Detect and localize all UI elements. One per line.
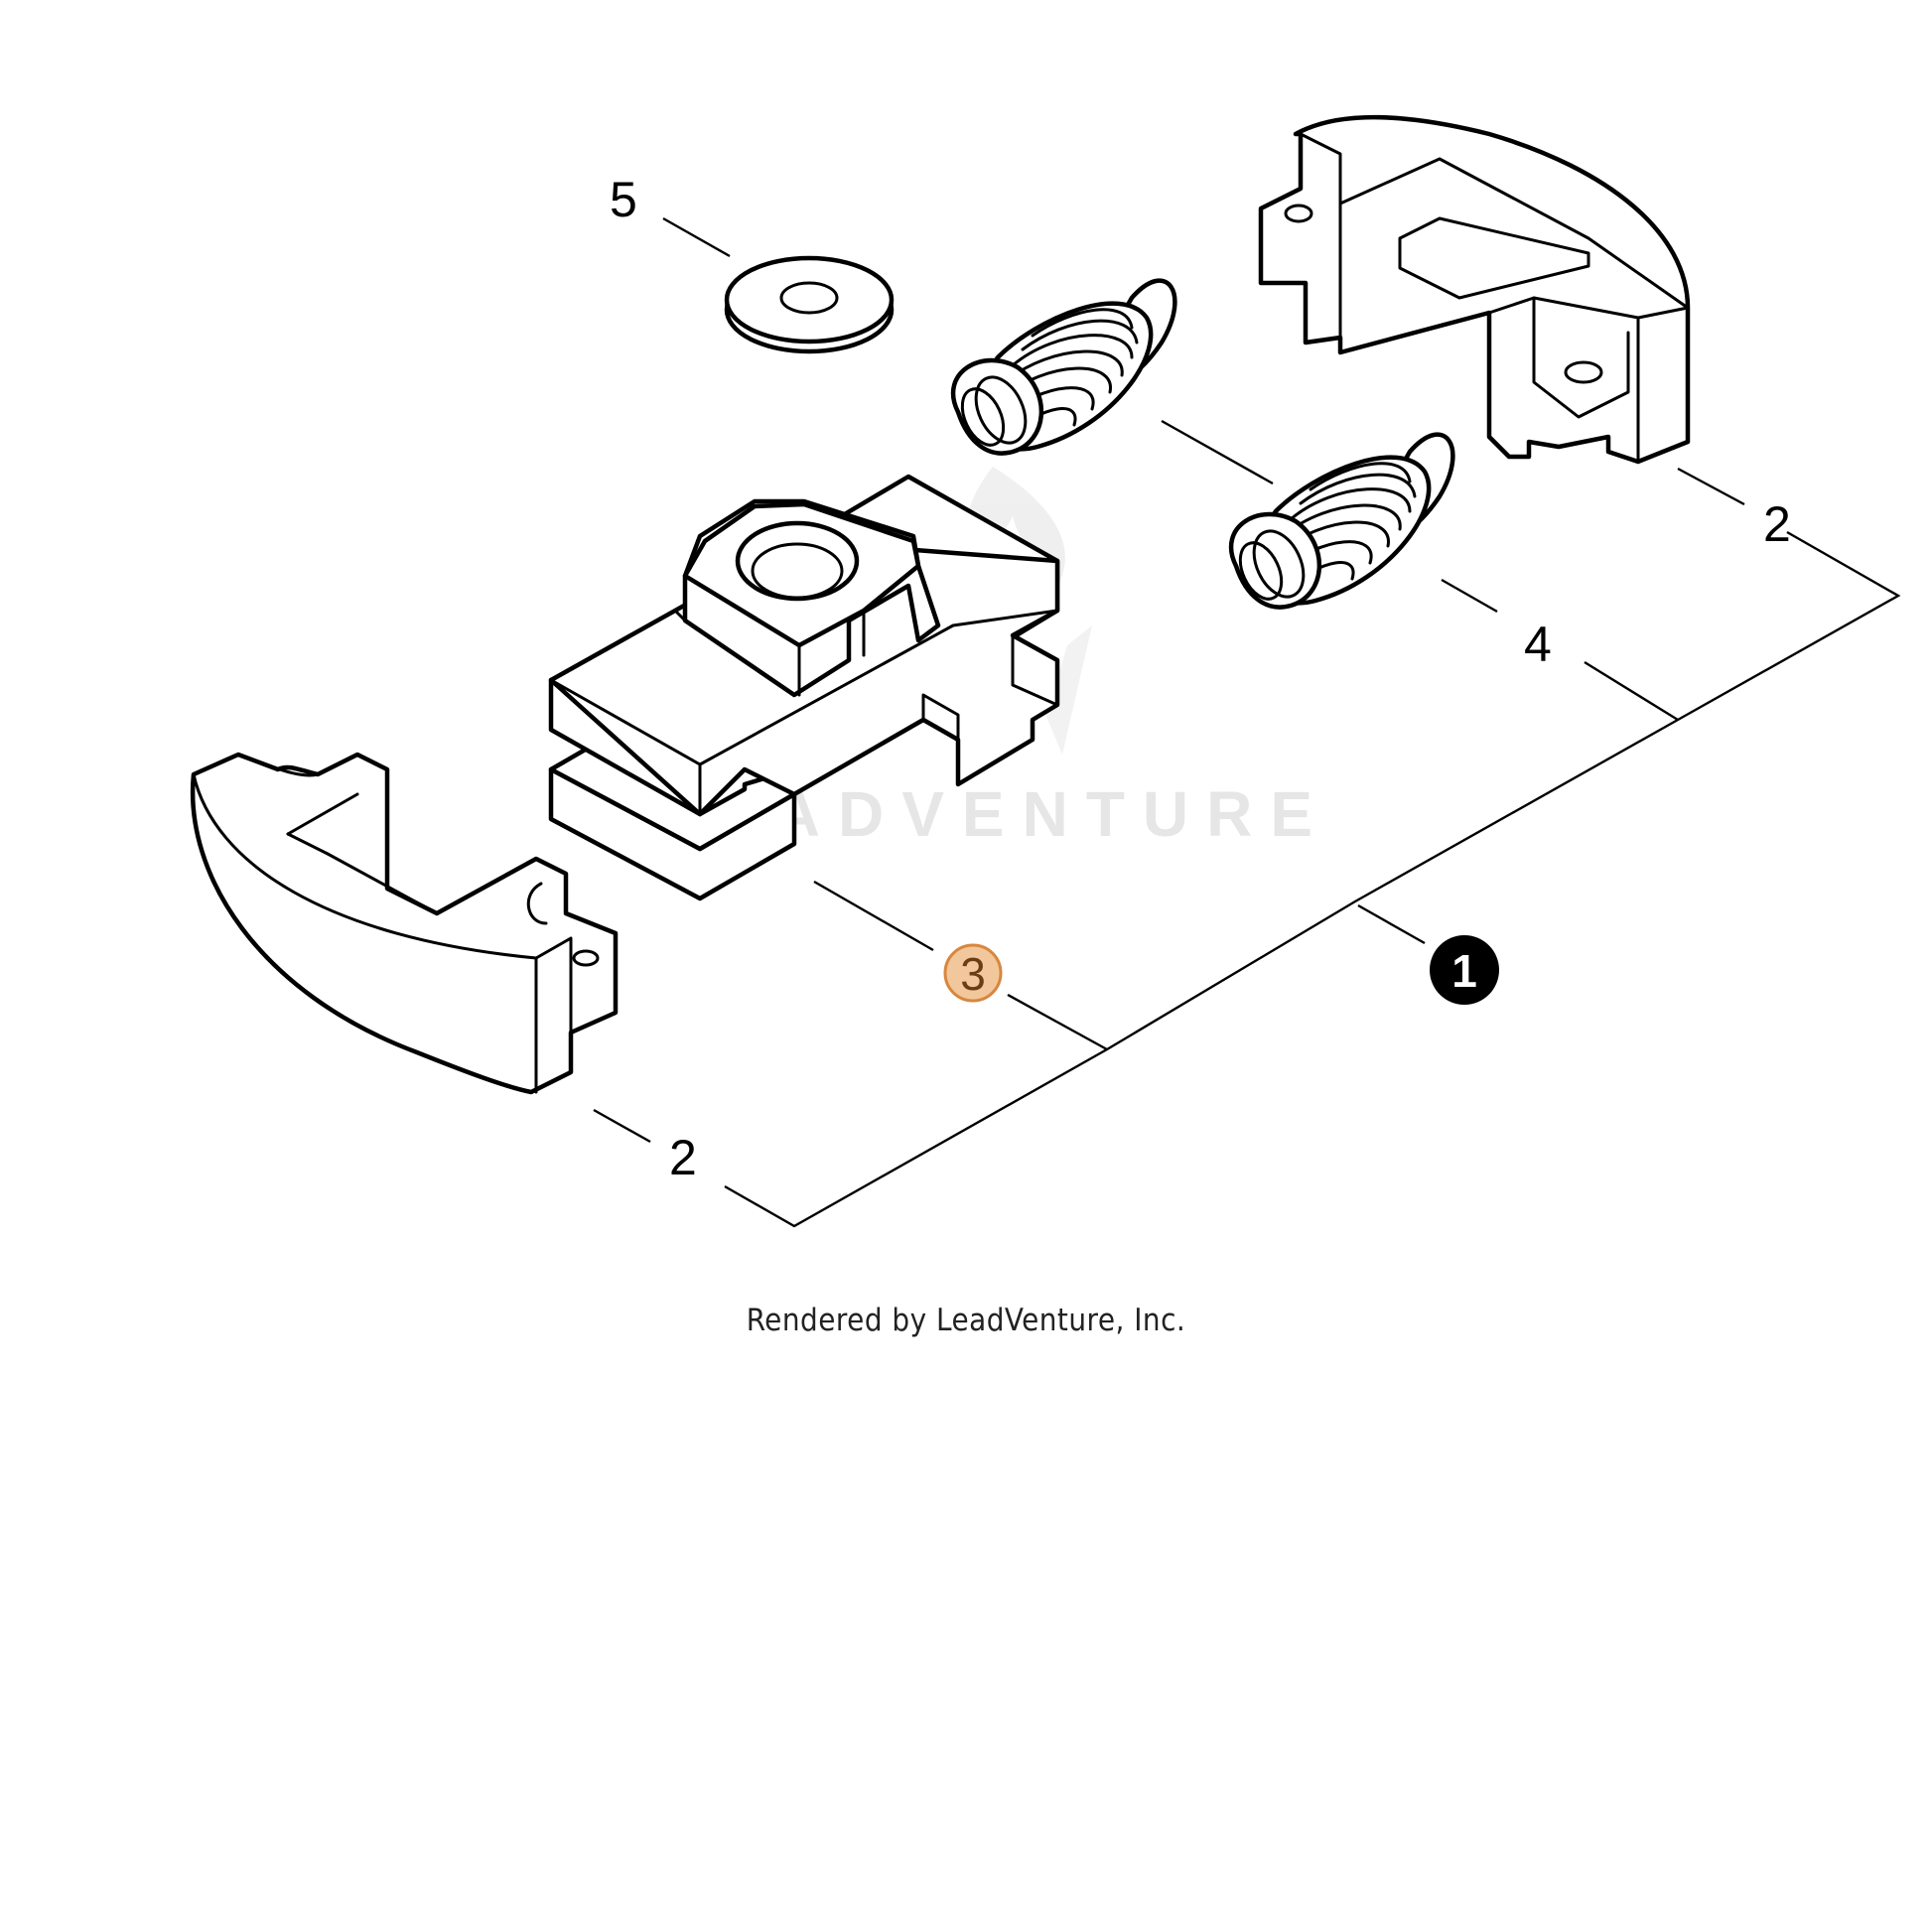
callout-assembly-label: 1	[1451, 945, 1477, 997]
callout-assembly[interactable]: 1	[1430, 935, 1499, 1005]
callout-washer[interactable]: 5	[610, 172, 637, 227]
leader-lines	[593, 216, 1901, 1228]
clutch-shoe-left-part[interactable]	[190, 752, 619, 1095]
callout-shoe-left[interactable]: 2	[669, 1130, 697, 1185]
callouts: 5 2 4 2 3 1	[610, 172, 1791, 1185]
assembly-badge	[1430, 935, 1499, 1005]
center-hub-part[interactable]	[548, 474, 1060, 901]
clutch-shoe-right-part[interactable]	[1258, 114, 1691, 465]
callout-shoe-right[interactable]: 2	[1763, 496, 1791, 552]
footer-credit: Rendered by LeadVenture, Inc.	[746, 1303, 1186, 1338]
spring-lower-part[interactable]	[1228, 432, 1455, 610]
spring-upper-part[interactable]	[950, 278, 1177, 456]
callout-hub-label: 3	[960, 948, 986, 1000]
selected-highlight-badge	[943, 943, 1003, 1003]
callout-hub-selected[interactable]: 3	[943, 943, 1003, 1003]
washer-part[interactable]	[724, 255, 895, 354]
callout-spring[interactable]: 4	[1524, 617, 1552, 672]
